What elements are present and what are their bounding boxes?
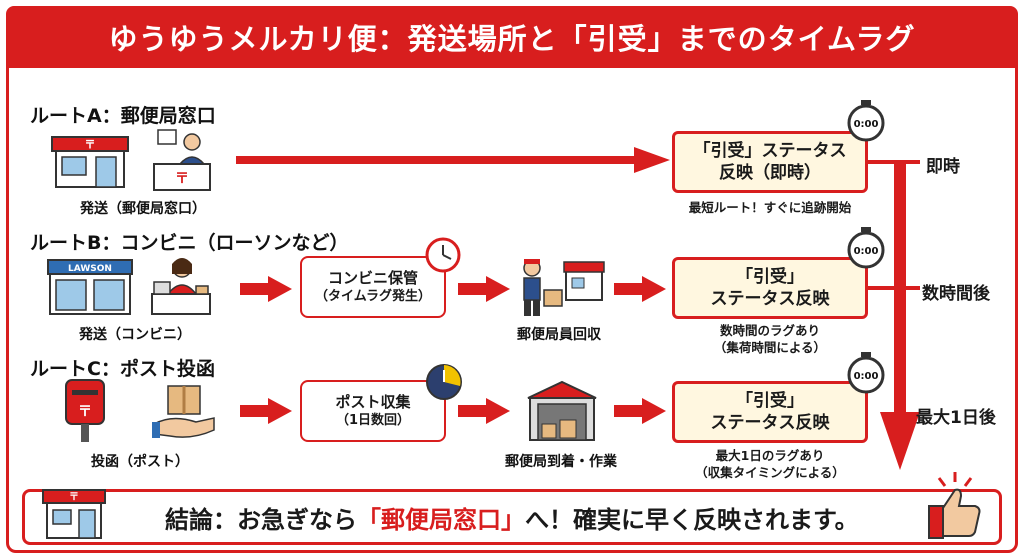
route-a-status-line2: 反映（即時） [719,163,821,183]
conclusion-prefix: 結論：お急ぎなら [165,505,357,534]
route-b-status-line1: 「引受」 [736,266,804,287]
route-a-status-box: 「引受」ステータス 反映（即時） [672,131,868,193]
stopwatch-icon: 0:00 [847,352,885,394]
timeline-bracket [868,160,920,470]
route-b-step1-line1: コンビニ保管 [327,269,418,288]
postman-collect-icon [523,259,605,316]
conclusion-highlight: 「郵便局窓口」 [357,505,525,534]
route-b-note-line1: 数時間のラグあり [719,323,820,338]
route-c-arrow-2 [458,398,510,424]
convenience-store-icon: LAWSON [47,259,133,315]
conclusion-suffix: へ！確実に早く反映されます。 [525,505,859,534]
svg-text:0:00: 0:00 [854,246,879,257]
svg-text:0:00: 0:00 [854,371,879,382]
route-b-origin-caption: 発送（コンビニ） [79,327,191,343]
route-b-step2-caption: 郵便局員回収 [517,327,601,343]
route-b-status-line2: ステータス反映 [710,289,830,309]
route-c-step1-line1: ポスト収集 [335,393,411,412]
page-title: ゆうゆうメルカリ便：発送場所と「引受」までのタイムラグ [108,22,916,56]
route-a-origin-caption: 発送（郵便局窓口） [80,201,206,217]
clock-icon [425,237,461,273]
stopwatch-icon: 0:00 [847,100,885,142]
route-b-step1-line2: （タイムラグ発生） [314,289,432,305]
route-b-arrow-3 [614,276,666,302]
post-office-warehouse-icon [527,380,597,441]
route-c-status-line2: ステータス反映 [710,413,830,433]
svg-text:〒: 〒 [69,491,79,503]
svg-text:〒: 〒 [78,404,92,420]
timing-label-instant: 即時 [926,157,960,177]
mailbox-icon: 〒 [65,379,105,442]
route-b-note-line2: （集荷時間による） [713,339,827,355]
svg-text:LAWSON: LAWSON [68,264,112,274]
route-c-arrow-1 [240,398,292,424]
route-c-note-line1: 最大1日のラグあり [715,448,825,463]
route-b-note: 数時間のラグあり （集荷時間による） [660,323,880,357]
route-b-title: ルートB：コンビニ（ローソンなど） [30,232,349,254]
route-a-status-line1: 「引受」ステータス [693,140,847,161]
route-b-arrow-1 [240,276,292,302]
route-c-note-line2: （収集タイミングによる） [695,464,845,480]
route-c-collect-box: ポスト収集 （1日数回） [300,380,446,442]
route-c-status-box: 「引受」 ステータス反映 [672,381,868,443]
svg-text:〒: 〒 [175,171,189,187]
hand-parcel-icon [152,385,215,438]
route-c-step1-line2: （1日数回） [335,413,411,429]
postal-clerk-icon: 〒 [153,129,211,191]
route-c-arrow-3 [614,398,666,424]
route-c-step2-caption: 郵便局到着・作業 [505,454,617,470]
store-clerk-icon [151,258,211,315]
timing-label-hours: 数時間後 [922,284,990,304]
svg-text:0:00: 0:00 [854,119,879,130]
conclusion-box: 〒 結論：お急ぎなら 「郵便局窓口」 へ！確実に早く反映されます。 [22,472,1002,545]
route-a-long-arrow [236,147,670,173]
timing-label-day: 最大1日後 [916,408,996,428]
route-a-note: 最短ルート！すぐに追跡開始 [688,200,852,215]
route-b-status-box: 「引受」 ステータス反映 [672,257,868,319]
clock-icon [426,364,462,400]
header-banner: ゆうゆうメルカリ便：発送場所と「引受」までのタイムラグ [6,6,1018,68]
stopwatch-icon: 0:00 [847,227,885,269]
route-b-arrow-2 [458,276,510,302]
route-b-storage-box: コンビニ保管 （タイムラグ発生） [300,256,446,318]
svg-text:〒: 〒 [85,138,96,151]
route-a-title: ルートA：郵便局窓口 [30,105,216,127]
route-c-title: ルートC：ポスト投函 [30,358,215,380]
post-office-icon: 〒 [42,489,106,539]
route-c-status-line1: 「引受」 [736,390,804,411]
thumbs-up-icon [928,472,981,539]
route-c-note: 最大1日のラグあり （収集タイミングによる） [660,448,880,482]
route-c-origin-caption: 投函（ポスト） [91,454,189,470]
conclusion-text: 結論：お急ぎなら 「郵便局窓口」 へ！確実に早く反映されます。 [165,492,859,542]
post-office-icon: 〒 [51,136,129,188]
